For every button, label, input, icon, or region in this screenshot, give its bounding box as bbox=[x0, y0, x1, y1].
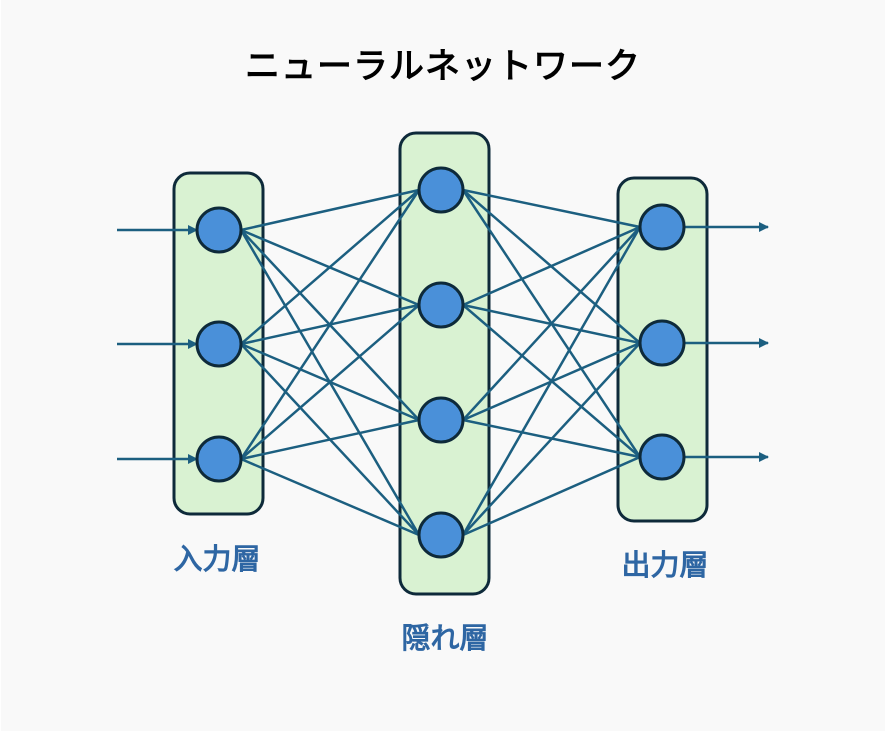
output-node-0 bbox=[638, 203, 686, 251]
hidden-layer-box bbox=[398, 131, 491, 596]
output-node-1 bbox=[638, 319, 686, 367]
edge-input-1-to-hidden-0 bbox=[240, 189, 420, 345]
edge-hidden-2-to-output-0 bbox=[462, 226, 641, 421]
output-node-2 bbox=[638, 433, 686, 481]
edge-hidden-3-to-output-0 bbox=[461, 226, 642, 536]
input-node-1 bbox=[195, 320, 243, 368]
edge-input-0-to-hidden-0 bbox=[240, 188, 420, 232]
hidden-node-0 bbox=[417, 166, 465, 214]
hidden-node-3 bbox=[417, 511, 465, 559]
edge-hidden-1-to-output-0 bbox=[462, 225, 641, 307]
edge-hidden-3-to-output-1 bbox=[462, 342, 641, 536]
hidden-layer-label: 隠れ層 bbox=[401, 621, 489, 655]
input-node-2 bbox=[195, 435, 243, 483]
output-layer-label: 出力層 bbox=[621, 548, 709, 582]
hidden-node-2 bbox=[417, 396, 465, 444]
edge-input-2-to-hidden-1 bbox=[240, 304, 420, 460]
diagram-title: ニューラルネットワーク bbox=[244, 47, 641, 87]
edge-input-2-to-hidden-3 bbox=[240, 457, 420, 537]
edge-hidden-0-to-output-0 bbox=[462, 188, 641, 229]
input-layer-label: 入力層 bbox=[173, 542, 261, 576]
edge-input-2-to-hidden-2 bbox=[240, 418, 420, 461]
input-node-0 bbox=[195, 206, 243, 254]
edge-hidden-3-to-output-2 bbox=[462, 455, 641, 537]
edge-input-2-to-hidden-0 bbox=[239, 189, 421, 460]
hidden-node-1 bbox=[417, 281, 465, 329]
